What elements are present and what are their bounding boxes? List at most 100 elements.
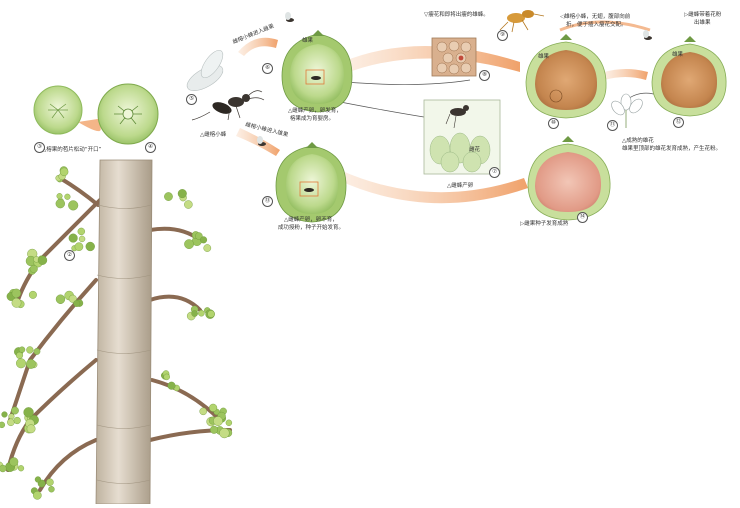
fig-fruit	[55, 198, 65, 209]
fig-fruit	[203, 244, 212, 252]
fig-fruit	[59, 167, 69, 177]
arrow-13-to-14	[338, 170, 528, 204]
caption-seed: ▷雌果种子发育成熟	[520, 221, 569, 227]
fig-clusters	[0, 166, 233, 500]
fig-12-section	[651, 36, 727, 117]
caption-opening: △榕果的苞片松动“开口”	[42, 147, 102, 153]
fig-fruit	[48, 486, 55, 493]
fig-fruit	[9, 457, 19, 467]
fig-fruit	[16, 351, 24, 359]
caption-6-line2: 榕果成为育婴房。	[290, 116, 335, 122]
fig-13-section	[275, 142, 347, 223]
fig-fruit	[29, 264, 38, 273]
fig-fruit	[219, 427, 230, 439]
fig-fruit	[34, 476, 42, 483]
num-3: ③	[34, 142, 45, 153]
fig-fruit	[78, 235, 86, 243]
fig-fruit	[23, 407, 34, 418]
fig-fruit	[164, 192, 173, 201]
arrow-10-to-12	[604, 69, 648, 80]
fig-fruit	[33, 491, 42, 500]
num-10: ⑩	[548, 118, 559, 129]
caption-13-line2: 成功授粉，种子开始发育。	[278, 225, 345, 231]
fig-fruit	[11, 406, 19, 415]
fig-fruit	[13, 416, 21, 425]
fig-fruit	[11, 297, 22, 308]
arrow-3-to-4	[78, 118, 104, 132]
fig-fruit	[8, 413, 15, 420]
caption-13-line1: △雌蜂产卵，卵不育，	[284, 217, 338, 223]
fig-fruit	[177, 189, 187, 199]
fig-fruit	[198, 309, 205, 317]
fig-fruit	[26, 424, 36, 434]
fig-6-section	[281, 30, 353, 113]
fig-fruit	[167, 381, 176, 390]
caption-exit-line2: 出雄果	[694, 20, 711, 26]
fig-fruit	[184, 200, 193, 209]
fig-fruit	[191, 310, 198, 317]
fig-fruit	[209, 425, 219, 434]
num-13: ⑬	[262, 196, 273, 207]
fig-fruit	[74, 242, 84, 251]
num-5: ⑤	[186, 94, 197, 105]
fig-fruit	[33, 348, 41, 355]
arrow-6-to-8	[345, 79, 471, 85]
caption-male-wasp-line1: ◁雄榕小蜂，无翅，腹部向前	[560, 14, 631, 20]
caption-male-wasp-line2: 折，便于插入瘿花交配。	[566, 22, 627, 28]
fig-fruit	[68, 233, 78, 243]
num-8: ⑧	[479, 70, 490, 81]
num-14: ⑭	[577, 212, 588, 223]
male-wasp-icon	[499, 10, 545, 33]
wasp-icon	[186, 49, 265, 121]
fig-fruit	[7, 418, 15, 427]
tree-trunk	[95, 159, 153, 505]
num-6: ⑥	[262, 63, 273, 74]
fig-14-section	[527, 136, 611, 221]
flower-icon	[611, 93, 643, 128]
fig-fruit	[46, 478, 54, 486]
num-12: ⑫	[673, 117, 684, 128]
fig-fruit	[85, 241, 95, 252]
num-11: ⑪	[607, 120, 618, 131]
fig-fruit	[199, 407, 207, 416]
num-4: ④	[145, 142, 156, 153]
fig-fruit	[16, 358, 26, 369]
caption-oviposit: △雌蜂产卵	[447, 183, 474, 189]
arrow-6-to-10	[342, 46, 520, 74]
fig-fruit	[55, 294, 66, 304]
fig-fruit	[195, 232, 203, 240]
trunk-rings	[96, 204, 152, 484]
fig-fruit	[184, 239, 194, 249]
num-2: ②	[64, 250, 75, 261]
arrow-12-loop	[559, 20, 651, 32]
fig-fruit	[77, 227, 86, 236]
fig-fruit	[37, 255, 48, 265]
fig-fruit	[11, 288, 21, 298]
fig-fruit	[26, 359, 36, 369]
caption-6-line1: △雌蜂产卵，卵发育，	[288, 108, 342, 114]
fig-fruit	[28, 290, 37, 299]
gall-flower-box	[431, 37, 477, 77]
fig-fruit	[200, 236, 208, 244]
tag-fig-10: 雄果	[538, 54, 550, 60]
fig-10-section	[525, 34, 607, 119]
fig-fruit	[213, 416, 223, 426]
fig-fruit	[73, 300, 81, 307]
caption-mature-line2: 雄果里顶部的雄花发育成熟，产生花粉。	[622, 146, 722, 152]
fig-fruit	[18, 346, 26, 353]
caption-mature-line1: △成熟的雄花	[622, 138, 654, 144]
fig-section-icon	[33, 83, 159, 145]
fig-fruit	[163, 373, 170, 381]
fig-fruit	[0, 464, 7, 473]
fig-fruit	[26, 346, 34, 354]
num-7: ⑦	[489, 167, 500, 178]
fig-tree-illustration	[0, 159, 233, 505]
fig-fruit	[68, 200, 79, 211]
fig-fruit	[64, 193, 71, 200]
fig-fruit	[1, 411, 8, 418]
caption-gall-flower: ▽瘿花和即将出瘿的雄蜂。	[424, 12, 489, 18]
tag-fig-12: 雄果	[672, 52, 684, 58]
fig-fruit	[17, 465, 25, 472]
